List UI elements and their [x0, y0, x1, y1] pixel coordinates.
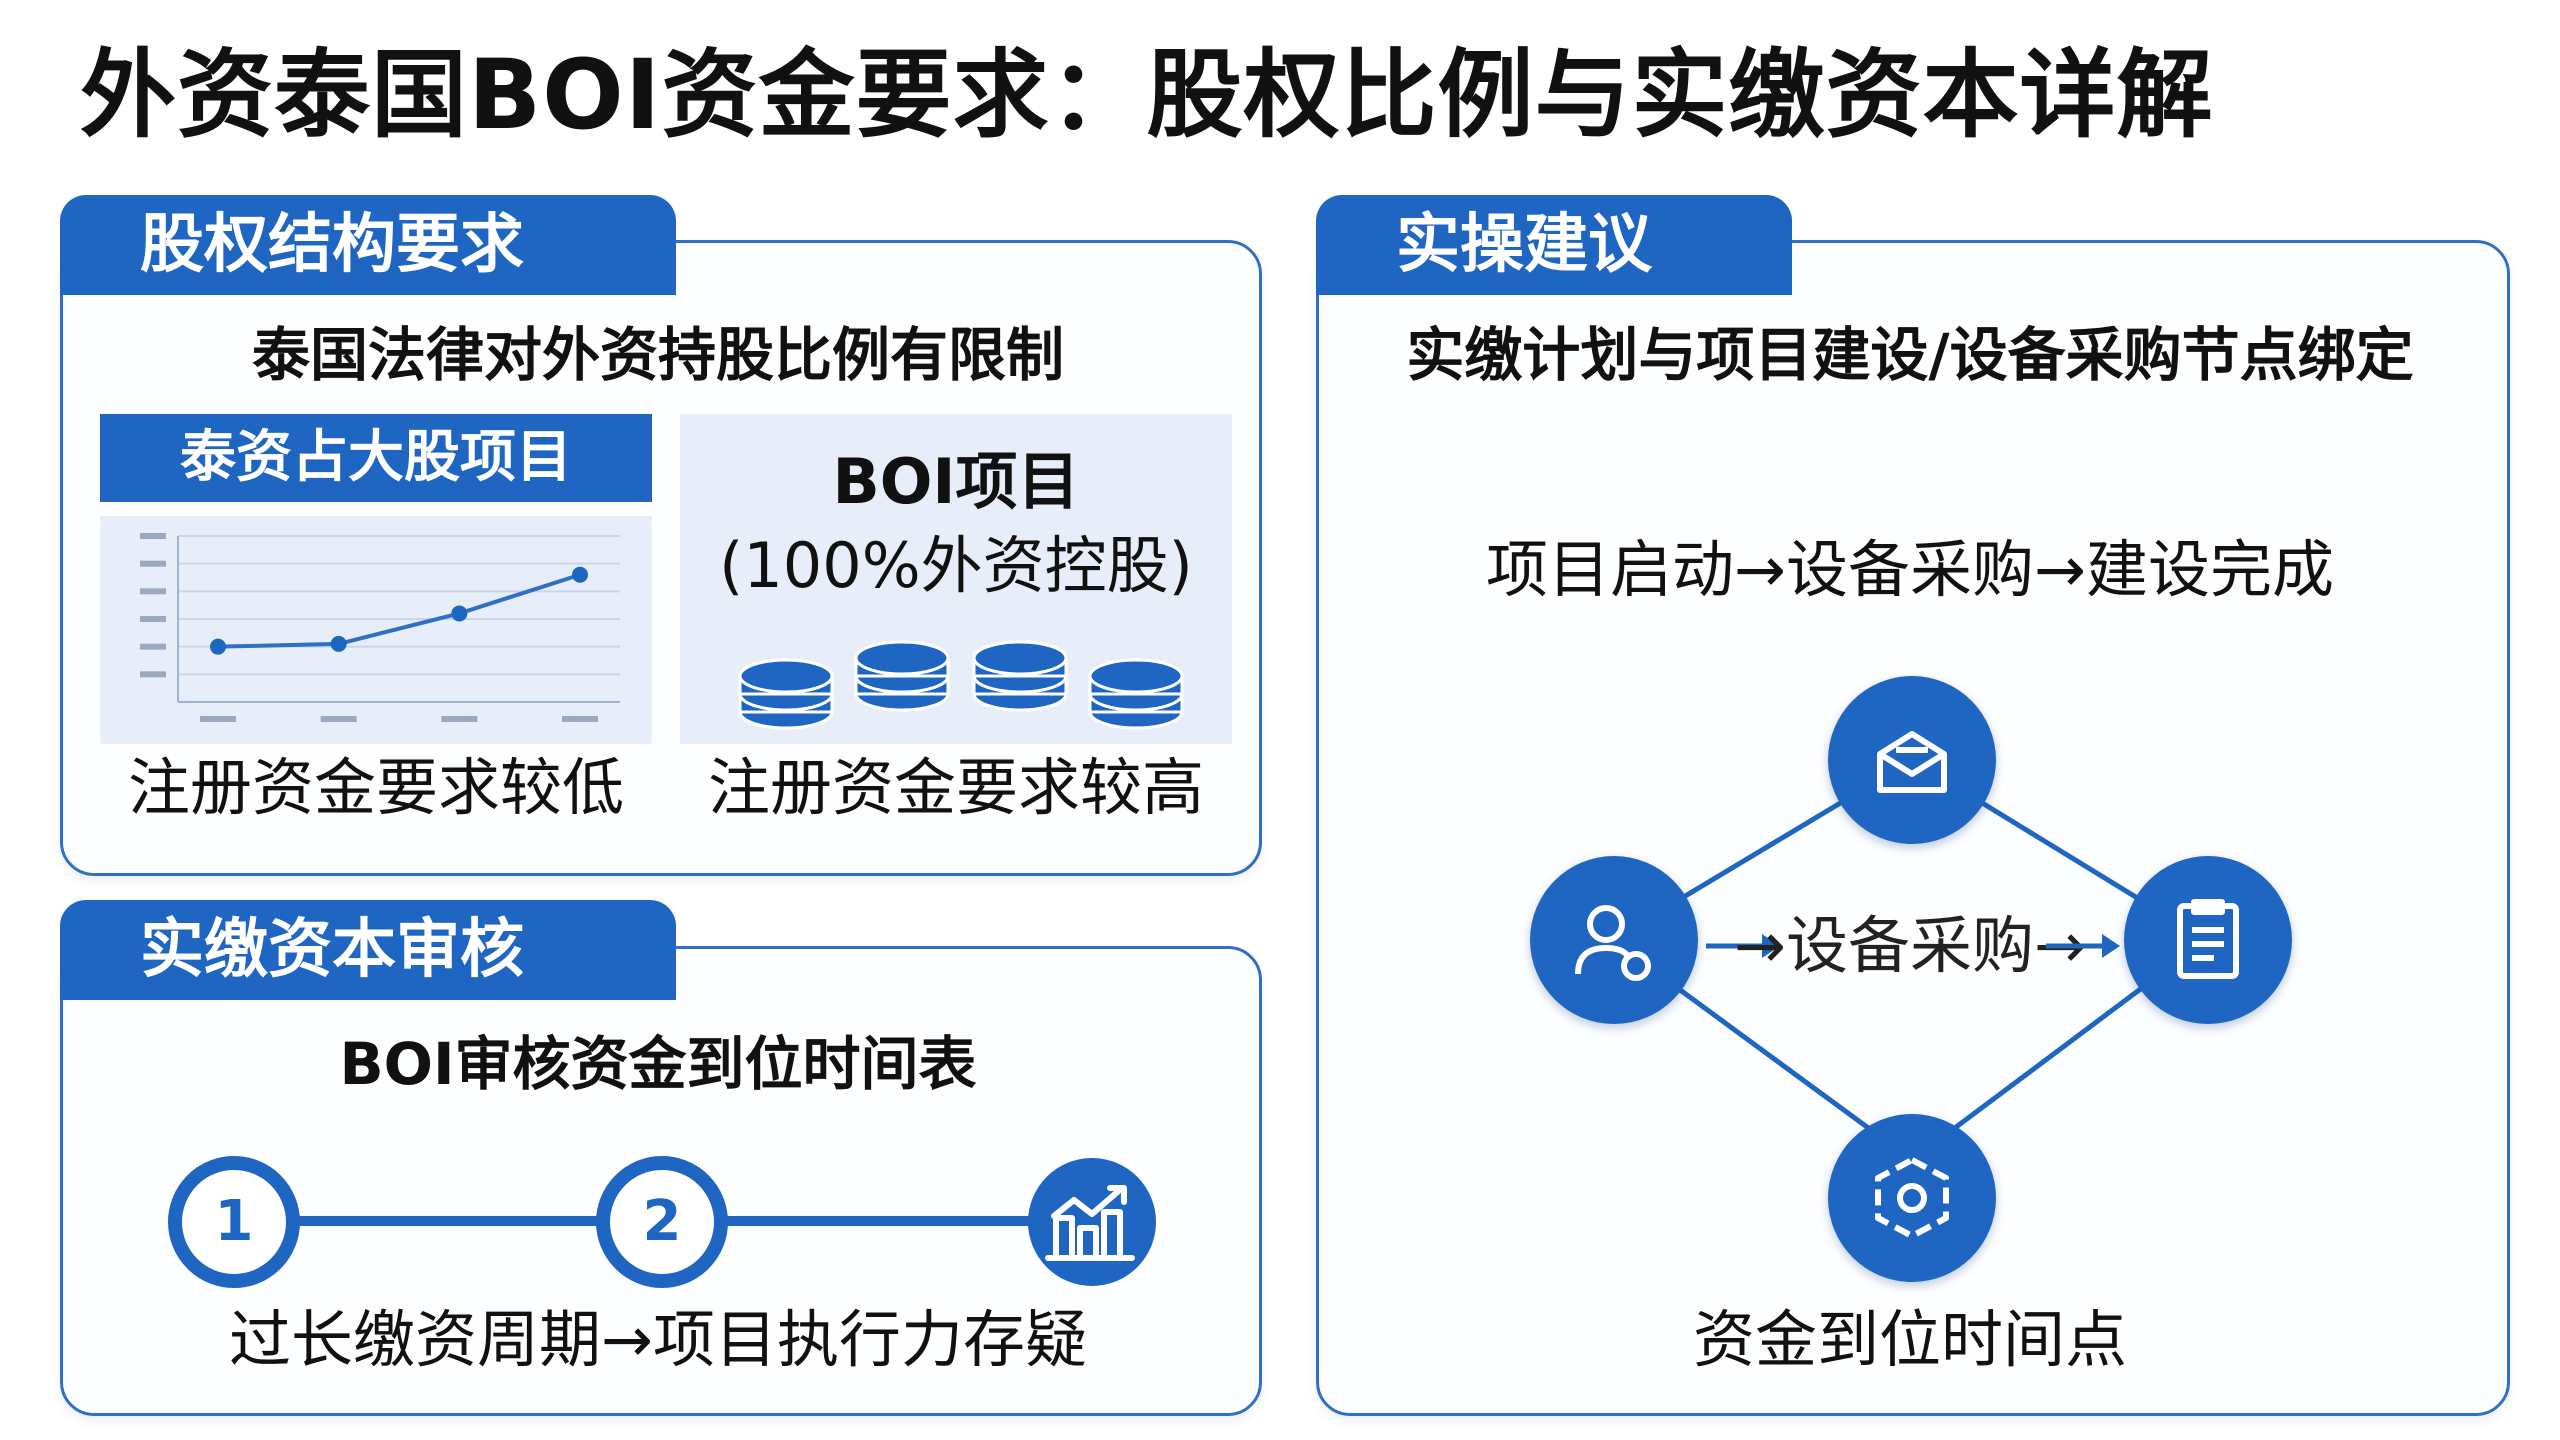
chart-y-tick: [140, 643, 166, 650]
chart-tick-marks: [140, 533, 598, 722]
thai-majority-card-title: 泰资占大股项目: [100, 414, 652, 502]
chart-x-tick: [441, 716, 478, 722]
center-procurement-label: →设备采购→: [1734, 909, 2086, 982]
timeline-line: [690, 1216, 1070, 1226]
thai-majority-caption: 注册资金要求较低: [127, 751, 624, 824]
chart-data-point: [451, 605, 468, 622]
document-icon: [2124, 856, 2292, 1024]
timeline-step-2: 2: [596, 1156, 728, 1288]
line-chart-svg: [140, 533, 620, 722]
arrow-right-icon: [2046, 934, 2120, 958]
boi-card-subtitle: (100%外资控股): [719, 529, 1193, 602]
mailbox-icon: [1828, 676, 1996, 844]
equity-subtitle: 泰国法律对外资持股比例有限制: [251, 321, 1064, 389]
line-chart: [100, 516, 652, 744]
gear-cube-icon: [1828, 1114, 1996, 1282]
timeline-step-1: 1: [168, 1156, 300, 1288]
user-settings-icon: [1530, 856, 1698, 1024]
chart-y-tick: [140, 588, 166, 595]
capital-tab: 实缴资本审核: [60, 900, 676, 1000]
boi-card-title: BOI项目: [832, 445, 1080, 518]
chart-gridlines: [178, 535, 620, 676]
advice-caption: 资金到位时间点: [1692, 1303, 2127, 1376]
chart-x-tick: [320, 716, 357, 722]
capital-subtitle: BOI审核资金到位时间表: [339, 1030, 977, 1098]
chart-y-tick: [140, 560, 166, 567]
chart-x-tick: [562, 716, 598, 722]
growth-chart-icon: [1028, 1158, 1156, 1286]
advice-subtitle: 实缴计划与项目建设/设备采购节点绑定: [1406, 321, 2414, 389]
chart-y-tick: [140, 616, 166, 622]
chart-data-point: [210, 638, 226, 655]
chart-data-point: [572, 566, 588, 583]
timeline-line: [250, 1216, 620, 1226]
advice-flow: 项目启动→设备采购→建设完成: [1486, 533, 2334, 606]
page-title: 外资泰国BOI资金要求：股权比例与实缴资本详解: [80, 39, 2214, 151]
equity-tab: 股权结构要求: [60, 195, 676, 295]
chart-data-point: [330, 635, 347, 652]
chart-y-tick: [140, 533, 166, 539]
chart-series-line: [217, 572, 581, 649]
capital-caption: 过长缴资周期→项目执行力存疑: [229, 1303, 1087, 1376]
chart-x-tick: [200, 716, 236, 722]
arrow-left-icon: [1706, 934, 1780, 958]
chart-y-tick: [140, 671, 166, 678]
advice-tab: 实操建议: [1316, 195, 1792, 295]
coin-stacks-icon: [738, 640, 1184, 730]
boi-caption: 注册资金要求较高: [707, 751, 1204, 824]
